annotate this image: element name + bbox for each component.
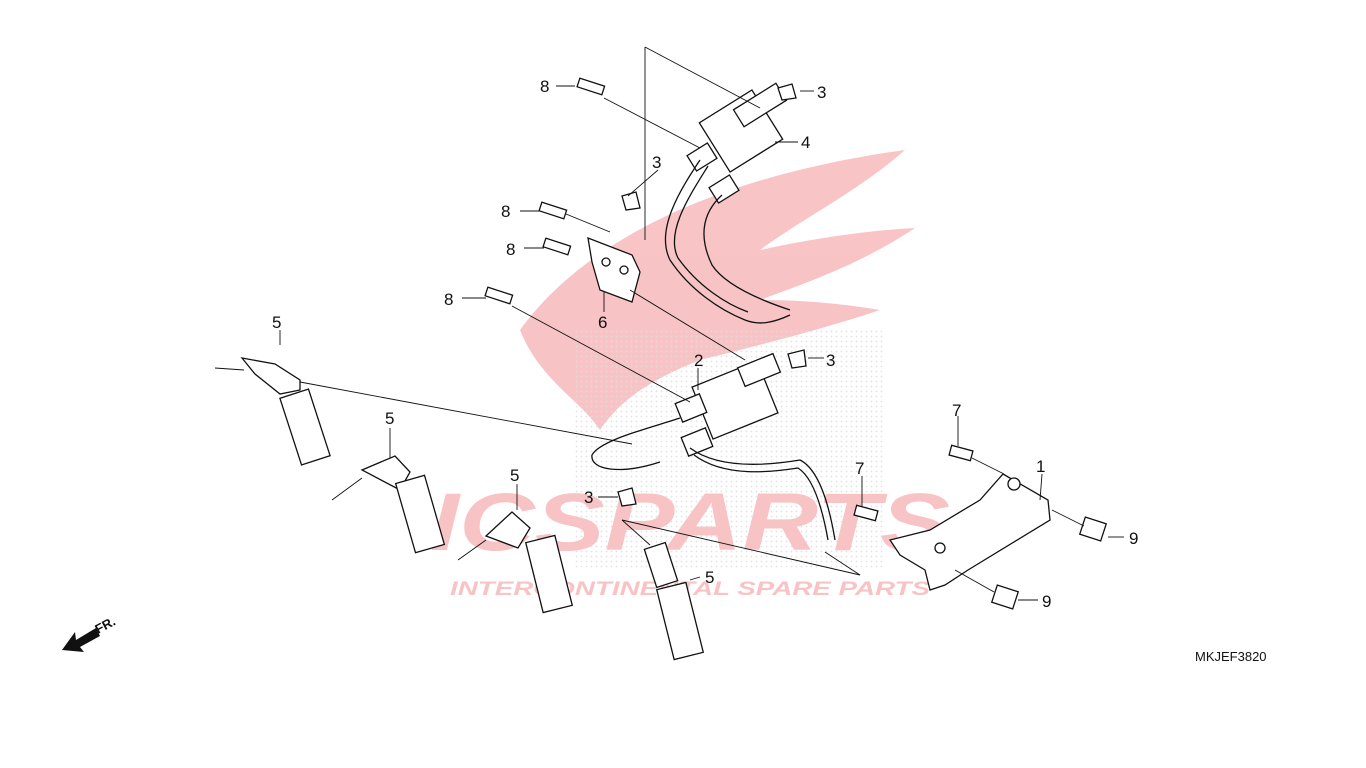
callout-3: 3 [826, 351, 835, 370]
callout-8: 8 [506, 240, 515, 259]
callout-3: 3 [817, 83, 826, 102]
watermark-tagline: INTERCONTINENTAL SPARE PARTS [450, 579, 930, 600]
callout-8: 8 [444, 290, 453, 309]
callout-5: 5 [385, 409, 394, 428]
callout-1: 1 [1036, 457, 1045, 476]
callout-4: 4 [801, 133, 810, 152]
front-direction-indicator: FR. [62, 614, 118, 652]
callout-2: 2 [694, 351, 703, 370]
callout-9: 9 [1129, 529, 1138, 548]
ignition-coil-upper [664, 82, 791, 324]
callout-8: 8 [501, 202, 510, 221]
plug-cap-1 [240, 357, 331, 466]
callout-5: 5 [272, 313, 281, 332]
leader-lines [214, 46, 1124, 601]
callout-7: 7 [855, 459, 864, 478]
callout-7: 7 [952, 401, 961, 420]
callout-5: 5 [510, 466, 519, 485]
plug-cap-4 [643, 541, 705, 661]
callout-8: 8 [540, 77, 549, 96]
plug-cap-2 [360, 455, 446, 554]
drawing-code: MKJEF3820 [1195, 649, 1267, 664]
front-arrow-icon [62, 628, 100, 652]
callout-6: 6 [598, 313, 607, 332]
callouts: 8 3 4 3 8 8 8 6 5 2 3 5 7 1 5 7 3 9 5 9 [272, 77, 1138, 611]
watermark: ICSPARTS INTERCONTINENTAL SPARE PARTS [430, 150, 950, 600]
callout-9: 9 [1042, 592, 1051, 611]
small-hardware [484, 77, 1108, 610]
mounting-stay [888, 473, 1051, 591]
callout-3: 3 [652, 153, 661, 172]
callout-3: 3 [584, 488, 593, 507]
ignition-coil-lower [591, 352, 836, 541]
coil-bracket [587, 236, 641, 303]
callout-5: 5 [705, 568, 714, 587]
plug-cap-3 [484, 511, 574, 614]
